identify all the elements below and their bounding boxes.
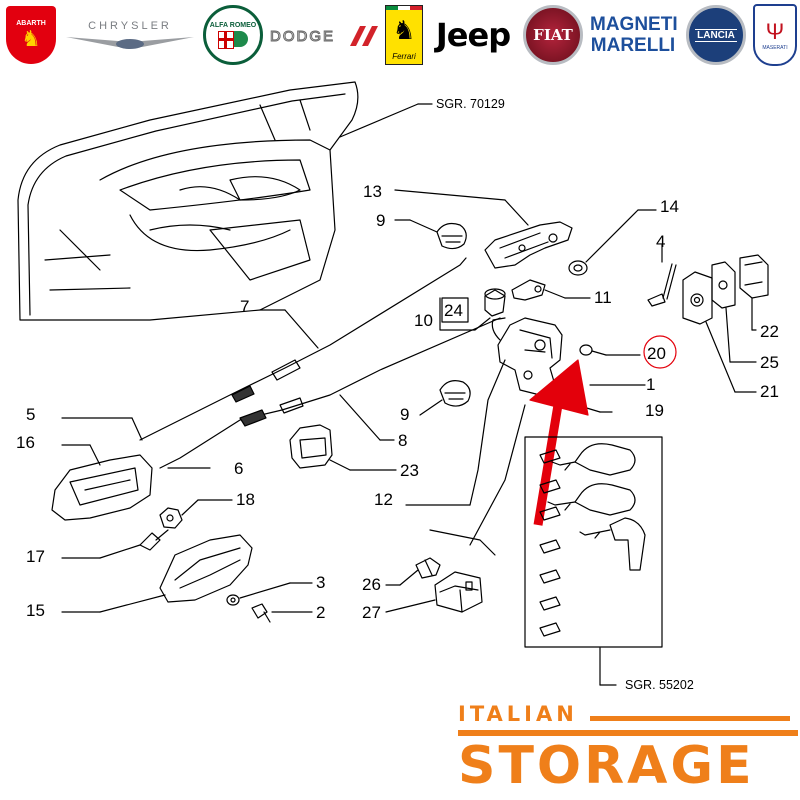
maserati-trident-icon: Ψ MASERATI [753,4,797,66]
dodge-logo: DODGE [268,4,380,66]
jeep-logo: Jeep [428,4,518,66]
callout-10: 10 [414,311,433,330]
chrysler-wings-icon: CHRYSLER [66,20,194,49]
part-13-lock-lever [484,221,573,269]
callout-9-upper: 9 [376,211,385,230]
part-4-screw [647,263,677,307]
callout-9-lower: 9 [400,405,409,424]
magneti-marelli-logo: MAGNETI MARELLI [588,4,678,66]
callout-21: 21 [760,382,779,401]
brand-logo-bar: ABARTH ♞ CHRYSLER ALFA ROMEO DODGE ♞ Fer… [0,0,800,72]
part-27-connector [434,571,483,613]
callout-20: 20 [647,344,666,363]
callout-22: 22 [760,322,779,341]
callout-27: 27 [362,603,381,622]
callout-25: 25 [760,353,779,372]
part-16-inner-handle [51,454,153,521]
logo-stripe-bottom [458,730,798,736]
part-14-nut [568,260,588,276]
callout-19: 19 [645,401,664,420]
callout-13: 13 [363,182,382,201]
callout-23: 23 [400,461,419,480]
ref-label-key-set: SGR. 55202 [625,678,694,692]
part-11-rod-clip [511,279,546,301]
callout-26: 26 [362,575,381,594]
part-9-clip-upper [436,222,467,250]
exploded-parts-diagram: SGR. 70129 13 9 9 14 [0,70,800,700]
callout-11: 11 [594,288,612,307]
abarth-logo: ABARTH ♞ [2,4,60,66]
italian-storage-logo: ITALIAN STORAGE [440,700,800,800]
callout-14: 14 [660,197,679,216]
callout-5: 5 [26,405,35,424]
part-20-latch-screw [579,344,607,356]
callout-15: 15 [26,601,45,620]
callout-8: 8 [398,431,407,450]
door-trim-panel [17,81,359,321]
alfa-romeo-logo: ALFA ROMEO [202,4,264,66]
part-2-screw [251,603,271,623]
part-9-clip-lower [439,380,471,407]
lock-cylinders [539,449,561,637]
callout-1: 1 [646,375,655,394]
callout-7: 7 [240,297,249,316]
part-12-rod [469,359,506,506]
alfa-romeo-badge-icon: ALFA ROMEO [203,5,263,65]
lancia-logo: LANCIA [684,4,748,66]
magneti-marelli-wordmark-icon: MAGNETI MARELLI [590,14,678,56]
callout-18: 18 [236,490,255,509]
ref-label-door-panel: SGR. 70129 [436,97,505,111]
logo-stripe-top [590,716,790,721]
jeep-wordmark-icon: Jeep [435,16,511,54]
chrysler-logo: CHRYSLER [62,4,198,66]
part-3-washer [226,594,240,606]
key-set-box [524,436,663,648]
part-24-bushing [484,288,506,317]
logo-line-1: ITALIAN [458,702,578,726]
part-17-screw [139,529,169,551]
callout-3: 3 [316,573,325,592]
callout-12: 12 [374,490,393,509]
red-pointer-arrow [529,359,589,526]
part-25-shim [711,261,736,309]
lancia-badge-icon: LANCIA [686,5,746,65]
dodge-stripes-icon: DODGE [270,26,378,46]
part-15-handle-bezel [159,534,253,603]
part-7-rod [139,257,467,441]
abarth-scorpion-icon: ABARTH ♞ [6,6,56,64]
ferrari-logo: ♞ Ferrari [384,4,424,66]
callout-4: 4 [656,232,665,251]
highlight-circle-20 [643,335,677,369]
callout-17: 17 [26,547,45,566]
maserati-logo: Ψ MASERATI [752,4,798,66]
part-8-rod [159,317,501,469]
part-23-outer-handle-insert [289,424,333,469]
part-18-grommet [159,507,183,529]
fiat-logo: FIAT [522,4,584,66]
fiat-badge-icon: FIAT [523,5,583,65]
part-21-striker-plate [682,271,713,325]
svg-text:CHRYSLER: CHRYSLER [88,20,172,32]
part-24-box [441,297,469,323]
part-26-clip [415,557,441,579]
svg-text:DODGE: DODGE [270,28,335,45]
part-22-backing-plate [739,254,769,299]
callout-24: 24 [444,301,463,320]
callout-6: 6 [234,459,243,478]
logo-line-2: STORAGE [458,736,755,796]
callout-16: 16 [16,433,35,452]
ferrari-prancing-horse-icon: ♞ Ferrari [385,5,423,65]
callout-2: 2 [316,603,325,622]
